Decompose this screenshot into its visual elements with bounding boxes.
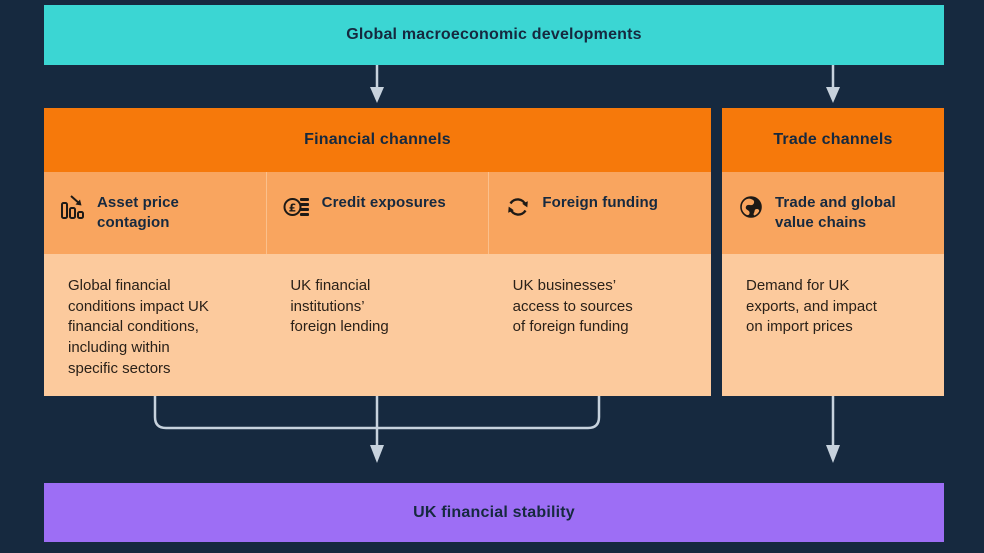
declining-bar-chart-icon (60, 194, 86, 225)
subcell-trade-global-value-chains: Trade and global value chains (722, 172, 944, 254)
asset-price-contagion-heading: Asset price contagion (97, 194, 179, 231)
credit-exposures-heading: Credit exposures (321, 194, 446, 211)
uk-financial-stability-banner: UK financial stability (44, 483, 944, 542)
trade-global-value-chains-description: Demand for UK exports, and impact on imp… (746, 277, 877, 336)
asset-price-contagion-description: Global financial conditions impact UK fi… (68, 277, 209, 377)
credit-exposures-description: UK financial institutions’ foreign lendi… (290, 277, 389, 336)
financial-channels-title: Financial channels (304, 131, 451, 148)
refresh-cycle-icon (505, 194, 531, 225)
trade-channels-subheadings: Trade and global value chains (722, 172, 944, 254)
financial-channels-header: Financial channels (44, 108, 711, 172)
global-macro-banner: Global macroeconomic developments (44, 5, 944, 65)
subcell-asset-price-contagion: Asset price contagion (44, 172, 266, 254)
uk-financial-stability-label: UK financial stability (413, 503, 575, 521)
arrow-down-to-financial-channels (370, 65, 384, 103)
trade-channels-header: Trade channels (722, 108, 944, 172)
trade-channels-panel: Trade channels Trade and global value ch… (722, 108, 944, 396)
foreign-funding-description: UK businesses’ access to sources of fore… (512, 277, 633, 336)
global-macro-banner-label: Global macroeconomic developments (346, 26, 642, 43)
foreign-funding-heading: Foreign funding (542, 194, 658, 211)
pound-coins-icon: £ (283, 194, 311, 225)
arrow-down-to-trade-channels (826, 65, 840, 103)
financial-channels-subheadings: Asset price contagion £ Cre (44, 172, 711, 254)
globe-icon (738, 194, 764, 225)
subcell-foreign-funding: Foreign funding (488, 172, 711, 254)
trade-channels-descriptions: Demand for UK exports, and impact on imp… (722, 254, 944, 396)
arrow-trade-to-stability (826, 396, 840, 463)
subcell-credit-exposures: £ Credit exposures (265, 172, 489, 254)
financial-channels-descriptions: Global financial conditions impact UK fi… (44, 254, 711, 396)
financial-channels-panel: Financial channels Asset price contagi (44, 108, 711, 396)
svg-text:£: £ (288, 201, 296, 214)
bracket-arrow-financial-to-stability (153, 396, 601, 463)
trade-global-value-chains-heading: Trade and global value chains (775, 194, 896, 231)
trade-channels-title: Trade channels (773, 131, 893, 148)
